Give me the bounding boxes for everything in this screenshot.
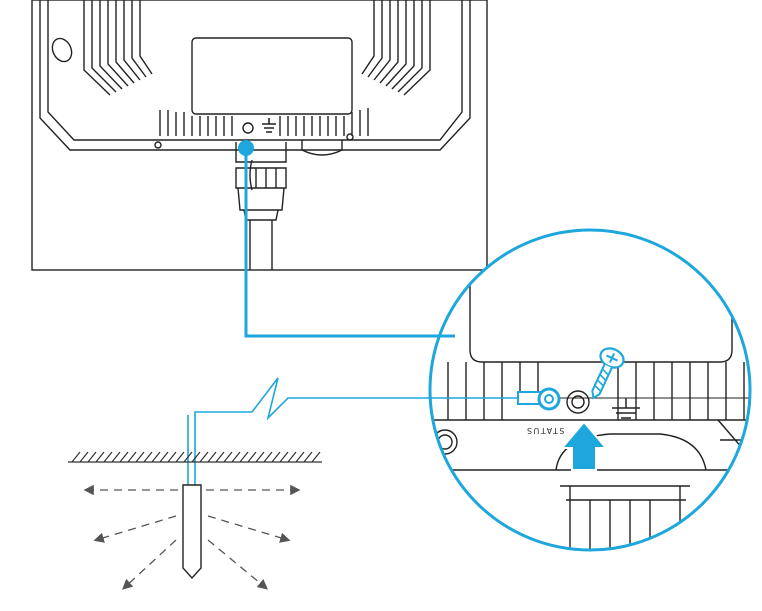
ground-symbol-icon xyxy=(612,398,640,419)
label-plate xyxy=(191,37,353,115)
status-label: STATUS xyxy=(525,426,564,435)
right-fins xyxy=(361,0,431,96)
ground-surface-hatching xyxy=(68,451,322,463)
grounding-rod xyxy=(182,484,202,580)
up-arrow-icon xyxy=(559,420,609,471)
magnifier-outline xyxy=(428,228,752,552)
cable-gland xyxy=(235,142,287,270)
callout-connector xyxy=(238,140,455,338)
status-led xyxy=(242,122,254,134)
device-panel xyxy=(39,0,471,270)
status-led-detail xyxy=(566,390,590,414)
ring-terminal xyxy=(517,387,561,411)
left-fins xyxy=(83,0,153,96)
ground-screw-icon xyxy=(591,347,625,400)
ground-wire xyxy=(187,377,518,485)
device-frame xyxy=(31,0,488,271)
current-dispersion-arrows xyxy=(83,484,301,590)
mounting-hole xyxy=(51,37,73,63)
bottom-fins xyxy=(159,108,369,136)
detail-magnifier: STATUS xyxy=(428,228,752,552)
